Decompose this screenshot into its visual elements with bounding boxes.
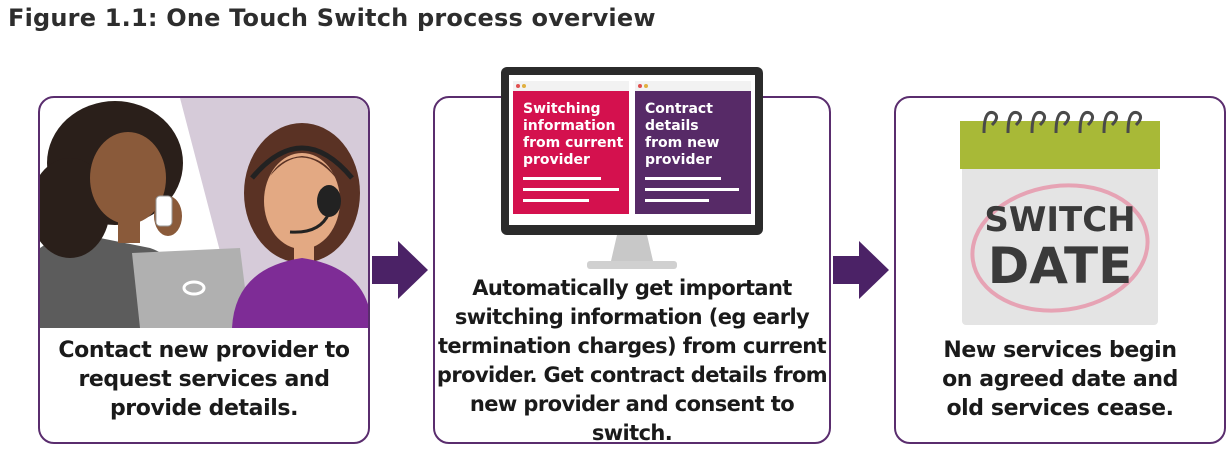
screen-right-line: from new bbox=[645, 135, 720, 151]
step-2-caption: Automatically get important switching in… bbox=[435, 274, 829, 448]
calendar-icon: SWITCH DATE bbox=[960, 110, 1160, 325]
step-1-caption: Contact new provider to request services… bbox=[40, 336, 368, 423]
arrow-right-icon bbox=[833, 241, 889, 299]
arrow-right-icon bbox=[372, 241, 428, 299]
caption-line: on agreed date and bbox=[942, 367, 1178, 392]
step-3-caption: New services begin on agreed date and ol… bbox=[896, 336, 1224, 423]
step-1-panel: Contact new provider to request services… bbox=[38, 96, 370, 444]
caption-line: provider. Get contract details from bbox=[436, 363, 828, 387]
caption-line: Contact new provider to bbox=[58, 338, 350, 363]
caption-line: switching information (eg early bbox=[454, 305, 810, 329]
figure-title: Figure 1.1: One Touch Switch process ove… bbox=[8, 4, 656, 32]
calendar-line-2: DATE bbox=[988, 237, 1133, 295]
svg-text:Contract details from: Contract details from new provider bbox=[645, 101, 724, 168]
caption-line: New services begin bbox=[943, 338, 1177, 363]
caption-line: Automatically get important bbox=[472, 276, 792, 300]
calendar-line-1: SWITCH bbox=[984, 200, 1135, 240]
screen-left-line: provider bbox=[523, 152, 590, 168]
screen-right-line: Contract bbox=[645, 101, 713, 117]
step-2-panel: Automatically get important switching in… bbox=[433, 96, 831, 445]
caption-line: request services and bbox=[78, 367, 330, 392]
call-illustration bbox=[40, 98, 368, 328]
caption-line: provide details. bbox=[109, 396, 299, 421]
screen-left-line: Switching bbox=[523, 101, 601, 117]
screen-right-line: details bbox=[645, 118, 699, 134]
screen-left-line: from current bbox=[523, 135, 624, 151]
monitor-icon: Switching information from current provi… bbox=[501, 67, 763, 269]
caption-line: old services cease. bbox=[946, 396, 1174, 421]
screen-right-line: provider bbox=[645, 152, 712, 168]
caption-line: new provider and consent to switch. bbox=[469, 392, 795, 445]
screen-left-line: information bbox=[523, 118, 616, 134]
svg-text:Switching information: Switching information from current provi… bbox=[523, 101, 628, 168]
caption-line: termination charges) from current bbox=[437, 334, 827, 358]
